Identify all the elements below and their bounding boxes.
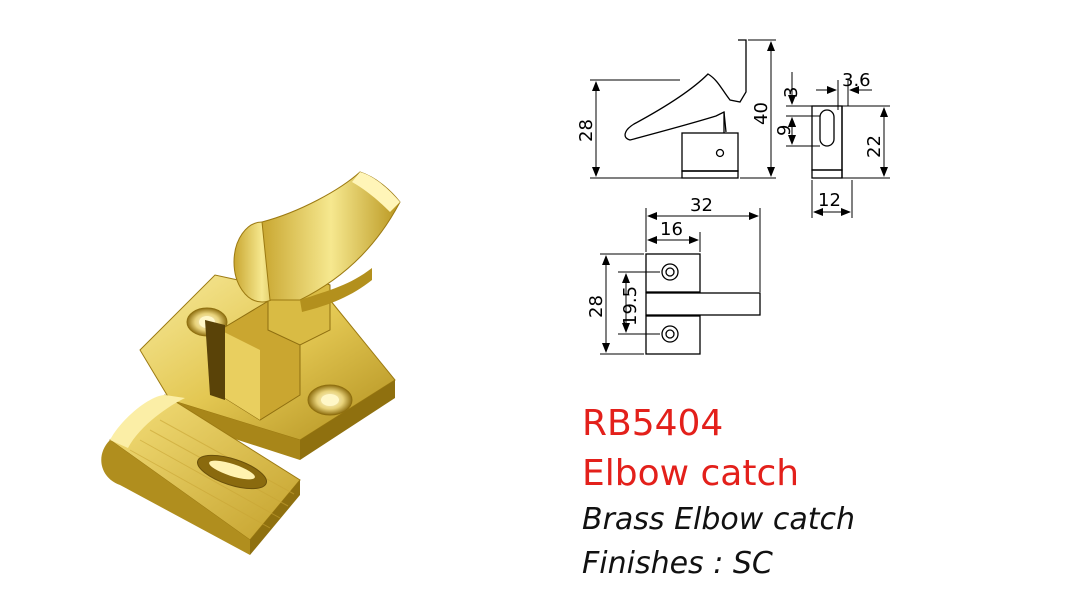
- dim-end-slot-height-text: 9: [774, 125, 795, 136]
- dim-end-slot-width: 3.6: [816, 70, 872, 94]
- dim-plan-half: 16: [647, 219, 699, 244]
- dim-end-slot-height: 9: [774, 117, 796, 145]
- dim-side-height-text: 28: [576, 119, 597, 142]
- dim-plan-length-text: 32: [690, 195, 713, 216]
- strike-slot: [197, 454, 267, 490]
- dim-end-height-text: 22: [864, 135, 885, 158]
- product-name: Elbow catch: [582, 453, 800, 494]
- dim-plan-height-text: 28: [586, 295, 607, 318]
- dim-end-width: 12: [813, 190, 851, 216]
- dim-arm-height: 40: [751, 41, 775, 177]
- dim-plan-hole-spacing-text: 19.5: [620, 286, 641, 326]
- plan-view: [645, 253, 761, 355]
- dim-end-height: 22: [864, 107, 888, 177]
- dim-side-height: 28: [576, 81, 600, 177]
- dim-plan-length: 32: [647, 195, 759, 220]
- dim-plan-hole-spacing: 19.5: [620, 273, 641, 333]
- screw-hole-right: [307, 384, 353, 416]
- product-material: Brass Elbow catch: [582, 502, 856, 537]
- product-finishes: Finishes : SC: [582, 546, 773, 581]
- dim-plan-half-text: 16: [660, 219, 683, 240]
- end-view: [811, 105, 843, 179]
- product-code: RB5404: [582, 403, 724, 444]
- elbow-arm: [233, 171, 401, 312]
- dim-end-slot-width-text: 3.6: [842, 70, 871, 91]
- dim-arm-height-text: 40: [751, 102, 772, 125]
- product-photo: [101, 171, 401, 555]
- dim-plan-height: 28: [586, 255, 610, 353]
- dim-end-width-text: 12: [818, 190, 841, 211]
- dim-end-top-text: 3: [781, 87, 802, 98]
- side-view: [624, 39, 747, 179]
